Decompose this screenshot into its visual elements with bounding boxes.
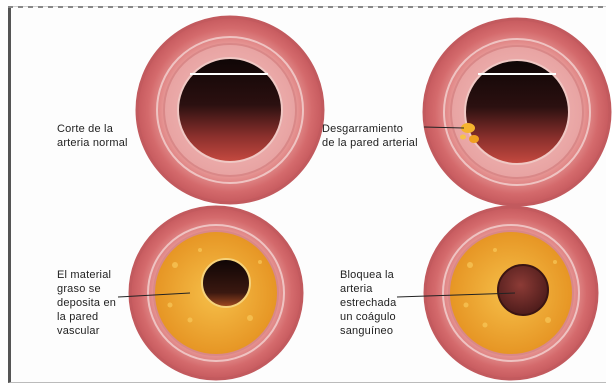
normal-artery [137,17,323,203]
torn-artery [424,19,610,205]
caption-normal: Corte de la arteria normal [57,122,128,150]
blood-clot [498,265,548,315]
lumen [465,60,569,164]
caption-clot: Bloquea la arteria estrechada un coágulo… [340,268,396,338]
plaque-artery [130,207,302,379]
caption-plaque: El material graso se deposita en la pare… [57,268,116,338]
caption-tear: Desgarramiento de la pared arterial [322,122,418,150]
narrowed-lumen [202,259,250,307]
